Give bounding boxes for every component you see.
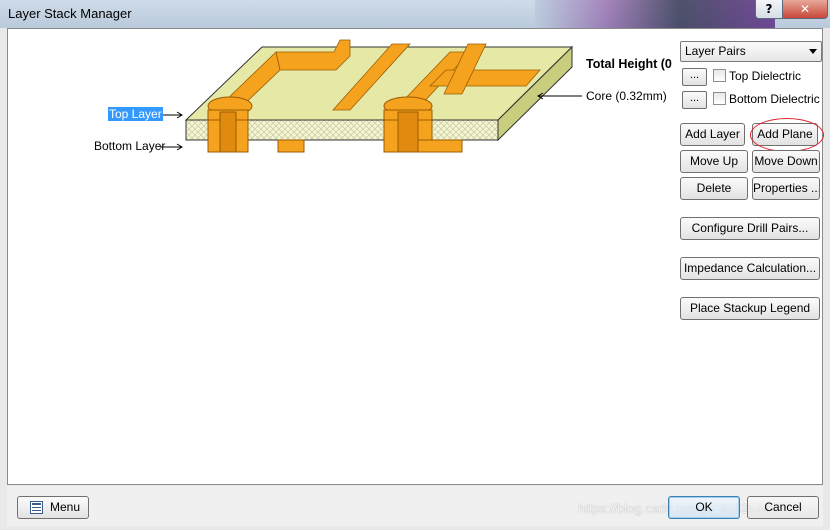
- cancel-button[interactable]: Cancel: [747, 496, 819, 519]
- properties-button[interactable]: Properties ...: [752, 177, 820, 200]
- bottom-layer-arrow: [160, 143, 183, 151]
- menu-icon: [30, 501, 43, 514]
- core-arrow: [537, 92, 582, 100]
- total-height-label: Total Height (0: [586, 57, 672, 71]
- menu-button-label: Menu: [50, 500, 81, 514]
- top-layer-label[interactable]: Top Layer: [108, 107, 163, 121]
- trace-4: [443, 43, 487, 95]
- top-layer-arrow: [160, 111, 183, 119]
- ok-button[interactable]: OK: [668, 496, 740, 519]
- delete-button[interactable]: Delete: [680, 177, 748, 200]
- trace-1b: [275, 39, 351, 71]
- bottom-layer-label[interactable]: Bottom Layer: [94, 139, 166, 153]
- add-layer-button[interactable]: Add Layer: [680, 123, 745, 146]
- window-title: Layer Stack Manager: [8, 6, 132, 21]
- close-button[interactable]: ✕: [782, 0, 828, 19]
- trace-2: [332, 43, 411, 111]
- bottom-dielectric-label: Bottom Dielectric: [729, 92, 820, 106]
- view-select-value: Layer Pairs: [685, 44, 746, 58]
- bottom-pad: [277, 139, 305, 153]
- configure-drill-pairs-button[interactable]: Configure Drill Pairs...: [680, 217, 820, 240]
- chevron-down-icon: [809, 49, 817, 54]
- impedance-calculation-button[interactable]: Impedance Calculation...: [680, 257, 820, 280]
- top-dielectric-button[interactable]: ...: [682, 68, 707, 86]
- menu-button[interactable]: Menu: [17, 496, 89, 519]
- bottom-dielectric-button[interactable]: ...: [682, 91, 707, 109]
- place-stackup-legend-button[interactable]: Place Stackup Legend: [680, 297, 820, 320]
- top-dielectric-label: Top Dielectric: [729, 69, 802, 83]
- via-2: [383, 96, 463, 153]
- move-up-button[interactable]: Move Up: [680, 150, 748, 173]
- top-dielectric-checkbox[interactable]: [713, 69, 726, 82]
- title-bar-background: [535, 0, 775, 28]
- core-label[interactable]: Core (0.32mm): [586, 89, 667, 103]
- via-1: [207, 96, 253, 153]
- view-select[interactable]: Layer Pairs: [680, 41, 822, 62]
- move-down-button[interactable]: Move Down: [752, 150, 820, 173]
- trace-3b: [429, 69, 541, 87]
- annotation-circle: [750, 118, 824, 152]
- bottom-dielectric-checkbox[interactable]: [713, 92, 726, 105]
- title-bar: Layer Stack Manager ? ✕: [0, 0, 830, 28]
